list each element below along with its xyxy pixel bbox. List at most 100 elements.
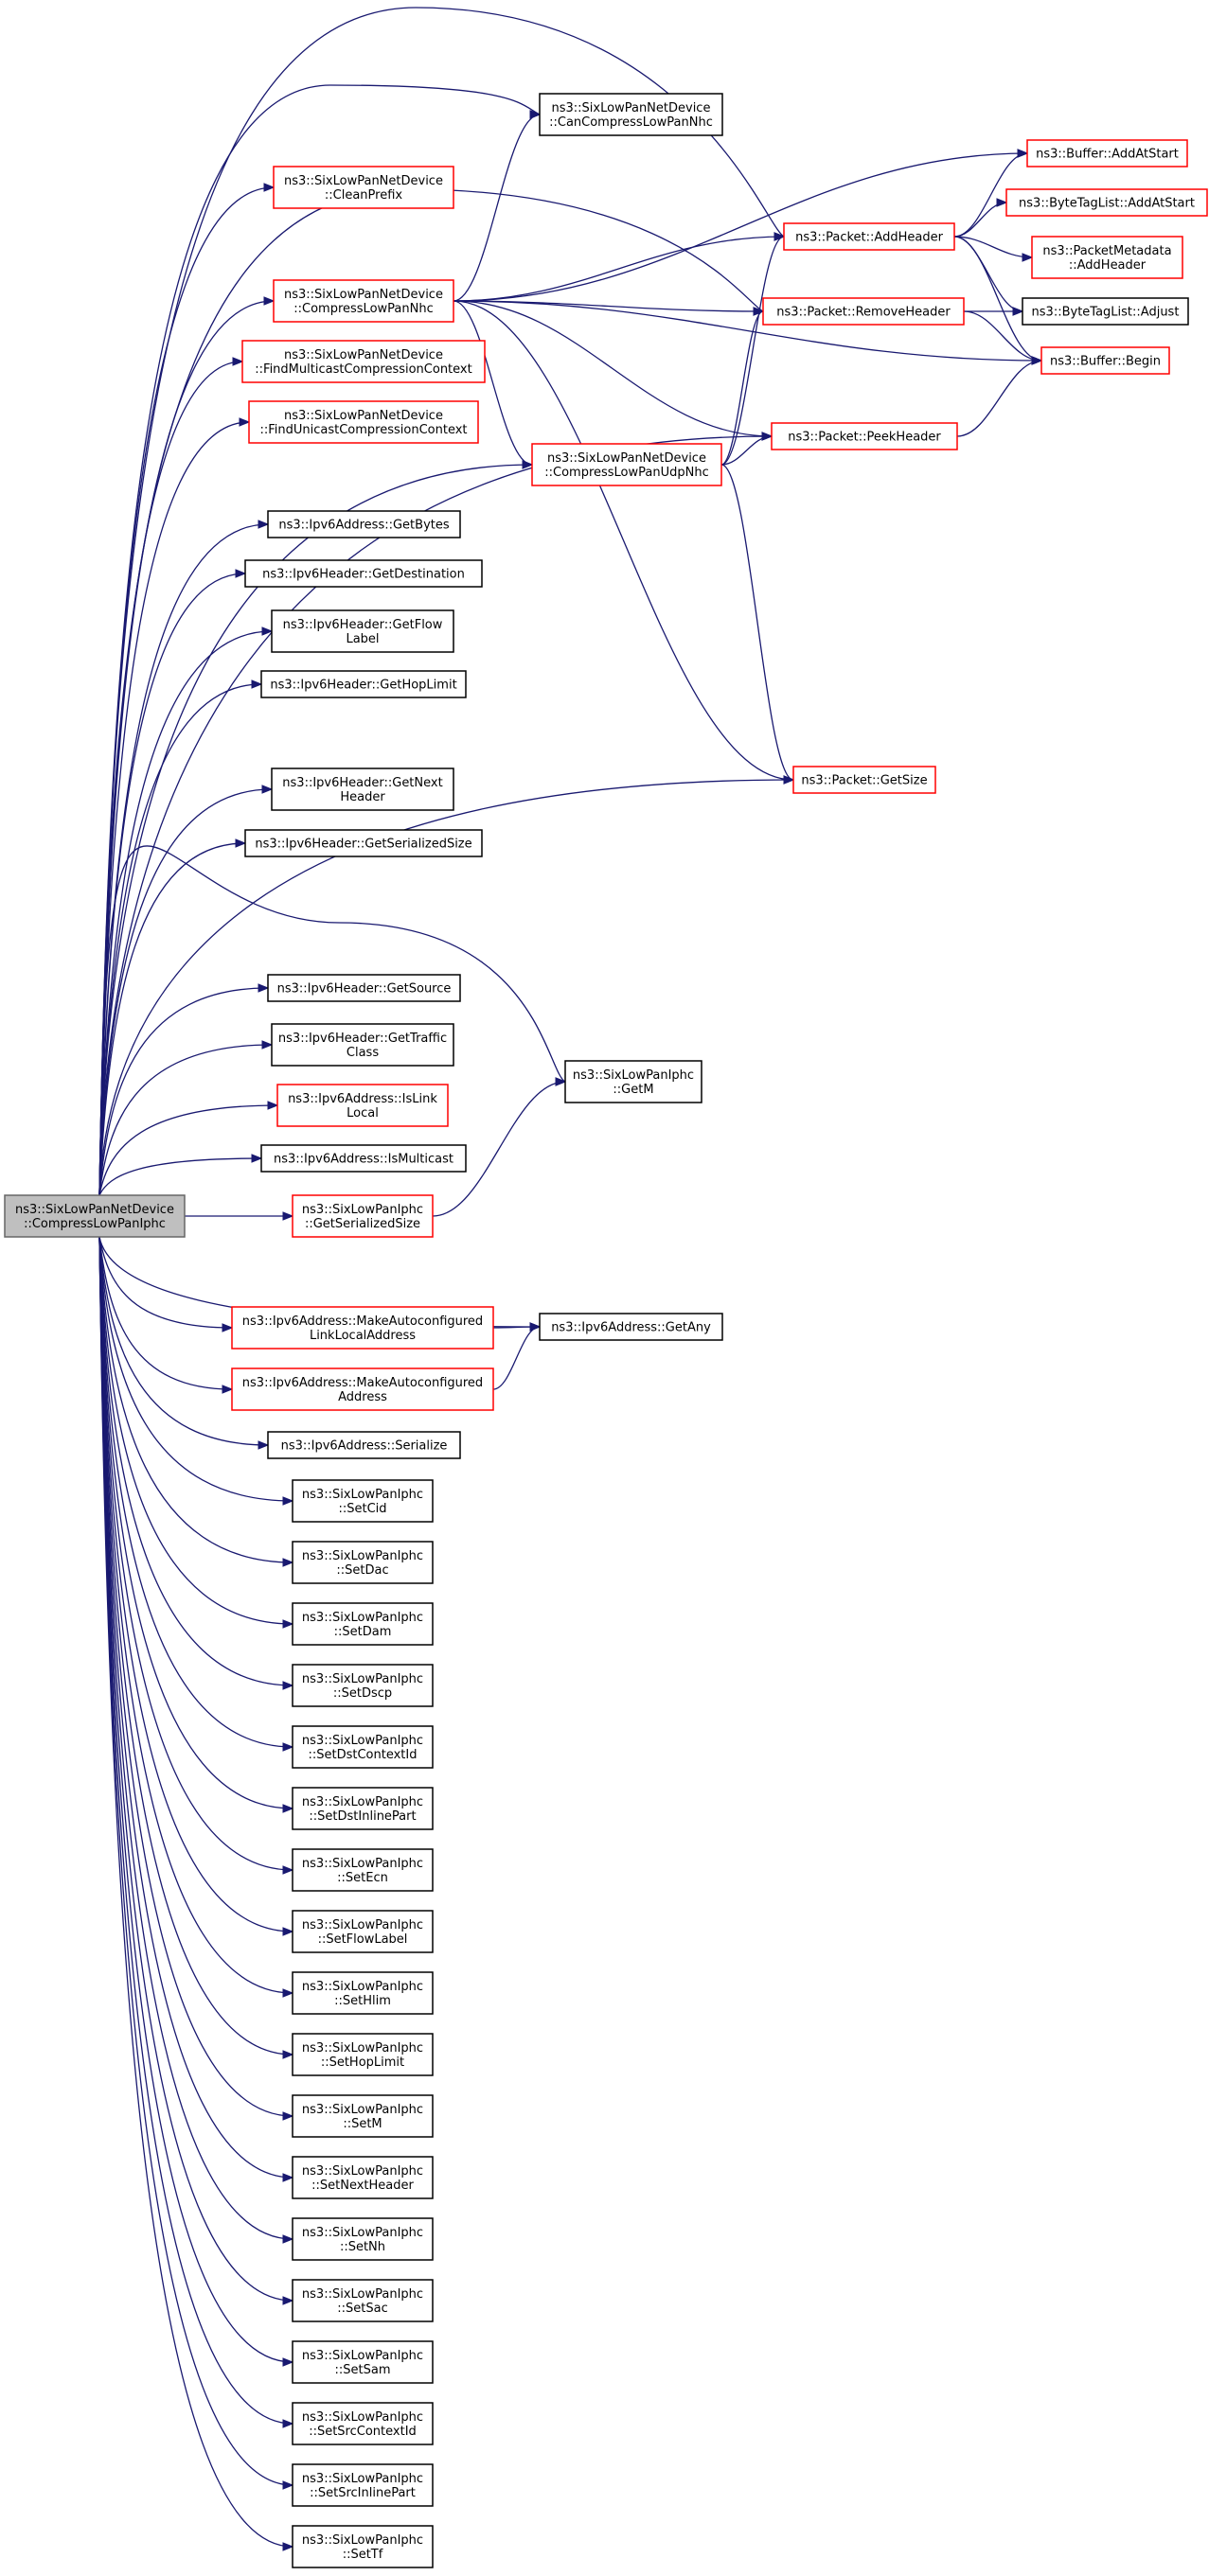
node-setM[interactable]: ns3::SixLowPanIphc::SetM: [292, 2094, 434, 2138]
node-box: [292, 1910, 434, 1953]
node-isMulti[interactable]: ns3::Ipv6Address::IsMulticast: [260, 1144, 467, 1173]
edge-arrowhead: [282, 1211, 294, 1221]
node-bufBegin[interactable]: ns3::Buffer::Begin: [1040, 346, 1170, 375]
node-setNh[interactable]: ns3::SixLowPanIphc::SetNh: [292, 2217, 434, 2261]
function-nodes: ns3::SixLowPanNetDevice::CompressLowPanI…: [4, 93, 1208, 2568]
node-setHop[interactable]: ns3::SixLowPanIphc::SetHopLimit: [292, 2033, 434, 2076]
node-getAny[interactable]: ns3::Ipv6Address::GetAny: [539, 1313, 723, 1341]
edge-arrowhead: [282, 2050, 294, 2059]
node-setNextHdr[interactable]: ns3::SixLowPanIphc::SetNextHeader: [292, 2156, 434, 2199]
node-makeAddr[interactable]: ns3::Ipv6Address::MakeAutoconfiguredAddr…: [231, 1367, 494, 1411]
node-getBytes[interactable]: ns3::Ipv6Address::GetBytes: [267, 510, 461, 538]
node-setSrcInline[interactable]: ns3::SixLowPanIphc::SetSrcInlinePart: [292, 2463, 434, 2507]
node-label: ns3::Ipv6Address::GetAny: [551, 1321, 711, 1335]
call-edge: [98, 1236, 293, 1871]
edge-arrowhead: [1022, 253, 1034, 262]
node-compressUdp[interactable]: ns3::SixLowPanNetDevice::CompressLowPanU…: [531, 443, 722, 486]
edge-arrowhead: [282, 1988, 294, 1998]
call-edge: [98, 845, 566, 1196]
node-getM[interactable]: ns3::SixLowPanIphc::GetM: [564, 1060, 702, 1103]
node-box: [539, 1313, 723, 1341]
node-cleanPrefix[interactable]: ns3::SixLowPanNetDevice::CleanPrefix: [273, 166, 454, 209]
node-label: ns3::SixLowPanIphc: [302, 1549, 423, 1563]
node-root[interactable]: ns3::SixLowPanNetDevice::CompressLowPanI…: [4, 1194, 186, 1238]
node-label: ::SetFlowLabel: [318, 1932, 408, 1947]
call-edge: [98, 1236, 293, 1748]
node-getSource[interactable]: ns3::Ipv6Header::GetSource: [267, 974, 461, 1002]
node-setDscp[interactable]: ns3::SixLowPanIphc::SetDscp: [292, 1664, 434, 1707]
node-removeHeader[interactable]: ns3::Packet::RemoveHeader: [762, 297, 965, 326]
node-setFlow[interactable]: ns3::SixLowPanIphc::SetFlowLabel: [292, 1910, 434, 1953]
node-peekHeader[interactable]: ns3::Packet::PeekHeader: [771, 422, 958, 450]
node-findUni[interactable]: ns3::SixLowPanNetDevice::FindUnicastComp…: [248, 400, 479, 444]
node-label: ns3::Ipv6Header::GetFlow: [283, 618, 443, 632]
edge-arrowhead: [996, 198, 1008, 207]
node-label: ::CompressLowPanUdpNhc: [544, 466, 709, 480]
call-edge: [98, 421, 250, 1196]
node-label: ns3::Ipv6Header::GetNext: [282, 776, 442, 790]
node-bufAddAtStart[interactable]: ns3::Buffer::AddAtStart: [1026, 139, 1188, 168]
node-setDam[interactable]: ns3::SixLowPanIphc::SetDam: [292, 1602, 434, 1646]
node-box: [292, 1725, 434, 1769]
node-compressNhc[interactable]: ns3::SixLowPanNetDevice::CompressLowPanN…: [273, 279, 454, 323]
edge-arrowhead: [239, 417, 251, 427]
node-pmAddHeader[interactable]: ns3::PacketMetadata::AddHeader: [1031, 236, 1183, 279]
node-findMulti[interactable]: ns3::SixLowPanNetDevice::FindMulticastCo…: [241, 340, 486, 383]
node-label: ns3::SixLowPanIphc: [573, 1068, 694, 1083]
edge-arrowhead: [529, 110, 542, 119]
node-label: ::CompressLowPanNhc: [293, 302, 433, 316]
node-btlAdjust[interactable]: ns3::ByteTagList::Adjust: [1022, 297, 1189, 326]
call-edge: [98, 186, 275, 1196]
node-box: [1031, 236, 1183, 279]
call-edge: [98, 361, 243, 1196]
edge-arrowhead: [282, 1927, 294, 1936]
node-box: [292, 1602, 434, 1646]
edge-arrowhead: [258, 983, 270, 993]
node-setDstInline[interactable]: ns3::SixLowPanIphc::SetDstInlinePart: [292, 1787, 434, 1830]
node-setSac[interactable]: ns3::SixLowPanIphc::SetSac: [292, 2279, 434, 2322]
node-setDac[interactable]: ns3::SixLowPanIphc::SetDac: [292, 1541, 434, 1584]
node-label: ns3::Ipv6Header::GetSource: [277, 982, 452, 997]
edge-arrowhead: [282, 2480, 294, 2490]
node-setCid[interactable]: ns3::SixLowPanIphc::SetCid: [292, 1479, 434, 1523]
node-getDest[interactable]: ns3::Ipv6Header::GetDestination: [244, 559, 483, 588]
call-edge: [98, 1236, 269, 1446]
node-setTf[interactable]: ns3::SixLowPanIphc::SetTf: [292, 2525, 434, 2568]
node-serialize[interactable]: ns3::Ipv6Address::Serialize: [267, 1431, 461, 1459]
node-iphcGetSer[interactable]: ns3::SixLowPanIphc::GetSerializedSize: [292, 1194, 434, 1238]
node-setDstCtx[interactable]: ns3::SixLowPanIphc::SetDstContextId: [292, 1725, 434, 1769]
node-setEcn[interactable]: ns3::SixLowPanIphc::SetEcn: [292, 1848, 434, 1892]
node-getSer[interactable]: ns3::Ipv6Header::GetSerializedSize: [244, 829, 483, 857]
node-label: ns3::SixLowPanIphc: [302, 1795, 423, 1809]
node-setSrcCtx[interactable]: ns3::SixLowPanIphc::SetSrcContextId: [292, 2402, 434, 2445]
node-box: [248, 400, 479, 444]
node-box: [783, 222, 955, 251]
call-edge: [98, 1236, 233, 1329]
call-edge: [953, 236, 1033, 258]
node-btlAddAtStart[interactable]: ns3::ByteTagList::AddAtStart: [1005, 188, 1208, 217]
edge-arrowhead: [282, 1865, 294, 1875]
node-box: [292, 1848, 434, 1892]
call-edges: [98, 7, 1043, 2551]
node-label: LinkLocalAddress: [310, 1329, 416, 1343]
node-getSize[interactable]: ns3::Packet::GetSize: [792, 766, 936, 794]
node-setSam[interactable]: ns3::SixLowPanIphc::SetSam: [292, 2340, 434, 2384]
node-getHop[interactable]: ns3::Ipv6Header::GetHopLimit: [260, 670, 467, 698]
edge-arrowhead: [282, 2357, 294, 2367]
node-label: ::CleanPrefix: [325, 188, 403, 203]
call-edge: [453, 300, 533, 466]
node-setHlim[interactable]: ns3::SixLowPanIphc::SetHlim: [292, 1971, 434, 2015]
node-canCompress[interactable]: ns3::SixLowPanNetDevice::CanCompressLowP…: [539, 93, 723, 136]
edge-arrowhead: [282, 2542, 294, 2551]
node-label: ns3::Ipv6Address::IsLink: [288, 1092, 437, 1106]
node-makeLink[interactable]: ns3::Ipv6Address::MakeAutoconfiguredLink…: [231, 1306, 494, 1350]
node-label: ::SetNextHeader: [311, 2179, 414, 2193]
node-label: ns3::SixLowPanIphc: [302, 1611, 423, 1625]
node-addHeader[interactable]: ns3::Packet::AddHeader: [783, 222, 955, 251]
edge-arrowhead: [282, 2173, 294, 2182]
